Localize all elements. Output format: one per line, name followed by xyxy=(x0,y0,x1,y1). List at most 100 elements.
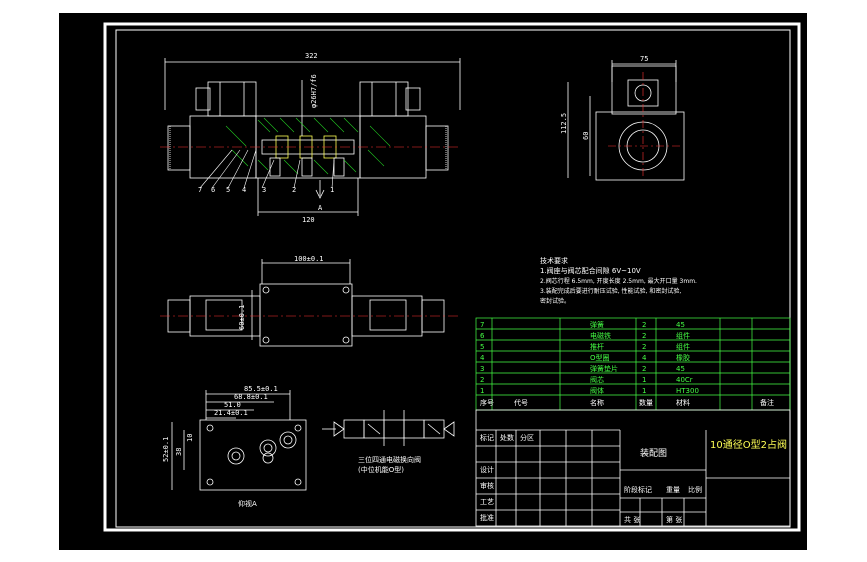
port-dim-vertical: 10 xyxy=(186,434,194,442)
port-dim: 85.5±0.1 xyxy=(244,385,278,393)
bom-material: 45 xyxy=(676,365,685,373)
bom-name: 推杆 xyxy=(590,342,604,351)
port-view xyxy=(171,390,307,491)
bom-name: 阀芯 xyxy=(590,375,604,384)
bom-qty: 1 xyxy=(642,376,646,384)
tb-label: 批准 xyxy=(480,513,494,522)
bom-header-cell: 备注 xyxy=(760,398,774,407)
port-dim: 51.0 xyxy=(224,401,241,409)
part-number: 7 xyxy=(198,186,202,194)
tb-label: 标记 xyxy=(480,433,494,442)
bom-header: 序号 代号 名称 数量 材料 备注 xyxy=(480,398,774,407)
part-number: 6 xyxy=(211,186,215,194)
port-dim: 21.4±0.1 xyxy=(214,409,248,417)
bom-material: 组件 xyxy=(676,331,690,340)
tb-label: 分区 xyxy=(520,433,534,442)
bom-no: 3 xyxy=(480,365,484,373)
bom-header-cell: 序号 xyxy=(480,398,494,407)
bom-material: 40Cr xyxy=(676,376,693,384)
bom-qty: 2 xyxy=(642,321,646,329)
tb-label: 工艺 xyxy=(480,498,494,506)
bom-row: 6 电磁铁 2 组件 xyxy=(480,331,690,340)
part-number: 5 xyxy=(226,186,230,194)
dim-bottom-120: 120 xyxy=(302,216,315,224)
tb-label: 重量 xyxy=(666,486,680,494)
bom-qty: 4 xyxy=(642,354,647,362)
bom-name: 阀体 xyxy=(590,386,604,395)
bom-row: 5 推杆 2 组件 xyxy=(480,342,690,351)
section-label-a: A xyxy=(318,204,323,212)
dim-top-60: 60±0.1 xyxy=(238,305,246,330)
tech-note-line: 密封试验。 xyxy=(540,297,570,305)
drawing-name: 装配图 xyxy=(640,447,667,459)
bom-material: 组件 xyxy=(676,342,690,351)
tech-note-line: 3.装配完成后要进行耐压试验, 性能试验, 和密封试验, xyxy=(540,287,681,295)
bom-name: 电磁铁 xyxy=(590,331,611,340)
bom-row: 7 弹簧 2 45 xyxy=(480,320,685,329)
bom-qty: 2 xyxy=(642,332,646,340)
bom-no: 6 xyxy=(480,332,485,340)
bom-name: 弹簧垫片 xyxy=(590,364,618,373)
bom-row: 1 阀体 1 HT300 xyxy=(480,386,699,395)
bom-name: O型圈 xyxy=(590,353,610,362)
inner-frame xyxy=(115,29,791,528)
section-hatching xyxy=(225,117,391,175)
tb-label: 共 张 xyxy=(624,515,640,524)
bom-no: 4 xyxy=(480,354,485,362)
bom-row: 4 O型圈 4 橡胶 xyxy=(480,353,690,362)
title-block xyxy=(475,409,791,527)
bom-header-cell: 代号 xyxy=(514,398,528,407)
part-numbers: 7 6 5 4 3 2 1 xyxy=(198,186,334,194)
bom-no: 7 xyxy=(480,321,484,329)
tb-label: 处数 xyxy=(500,433,514,442)
project-title: 10通径O型2占阀 xyxy=(710,438,787,451)
part-number: 4 xyxy=(242,186,246,194)
bom-material: 橡胶 xyxy=(676,353,690,362)
tb-label: 第 张 xyxy=(666,515,682,524)
port-dim: 68.8±0.1 xyxy=(234,393,268,401)
bom-row: 2 阀芯 1 40Cr xyxy=(480,375,693,384)
technical-notes: 技术要求 1.阀座与阀芯配合间隙 6V~10V 2.阀芯行程 6.5mm, 开度… xyxy=(540,256,697,305)
part-number: 1 xyxy=(330,186,334,194)
bom-qty: 2 xyxy=(642,365,646,373)
bom-header-cell: 材料 xyxy=(676,398,690,407)
bom-material: HT300 xyxy=(676,387,699,395)
tb-label: 审核 xyxy=(480,481,494,490)
symbol-caption-line2: (中位机能O型) xyxy=(358,465,404,474)
dim-side-112: 112.5 xyxy=(560,113,568,134)
dim-side-75: 75 xyxy=(640,55,648,63)
port-view-caption: 仰视A xyxy=(238,499,257,508)
hydraulic-symbol xyxy=(322,410,455,446)
port-dim-vertical: 52±0.1 xyxy=(162,437,170,462)
bom-name: 弹簧 xyxy=(590,320,604,329)
tb-label: 设计 xyxy=(480,465,494,474)
part-number: 2 xyxy=(292,186,296,194)
bom-no: 1 xyxy=(480,387,484,395)
dim-bore-fit: φ26H7/f6 xyxy=(310,74,318,108)
bom-table xyxy=(475,317,791,411)
bom-qty: 2 xyxy=(642,343,646,351)
dim-top-100: 100±0.1 xyxy=(294,255,324,263)
dim-side-60: 60 xyxy=(582,132,590,140)
bom-row: 3 弹簧垫片 2 45 xyxy=(480,364,685,373)
tech-note-line: 1.阀座与阀芯配合间隙 6V~10V xyxy=(540,266,641,275)
outer-frame xyxy=(103,22,801,532)
part-leaders xyxy=(199,149,335,189)
port-dims: 85.5±0.1 68.8±0.1 51.0 21.4±0.1 52±0.1 3… xyxy=(162,385,278,508)
tb-label: 阶段标记 xyxy=(624,485,652,494)
bom-material: 45 xyxy=(676,321,685,329)
bom-rows: 7 弹簧 2 45 6 电磁铁 2 组件 5 推杆 2 组件 4 O型圈 4 橡… xyxy=(480,320,774,407)
dim-width-322: 322 xyxy=(305,52,318,60)
bom-qty: 1 xyxy=(642,387,646,395)
tech-note-title: 技术要求 xyxy=(540,256,568,265)
tech-note-line: 2.阀芯行程 6.5mm, 开度长度 2.5mm, 最大开口量 3mm. xyxy=(540,277,697,285)
port-dim-vertical: 38 xyxy=(175,448,183,456)
bom-header-cell: 数量 xyxy=(639,398,653,407)
bom-no: 5 xyxy=(480,343,484,351)
tb-label: 比例 xyxy=(688,485,702,494)
bom-header-cell: 名称 xyxy=(590,398,604,407)
part-number: 3 xyxy=(262,186,266,194)
title-block-text: 装配图 10通径O型2占阀 标记 处数 分区 设计 审核 工艺 批准 阶段标记 … xyxy=(480,433,787,524)
bom-no: 2 xyxy=(480,376,484,384)
